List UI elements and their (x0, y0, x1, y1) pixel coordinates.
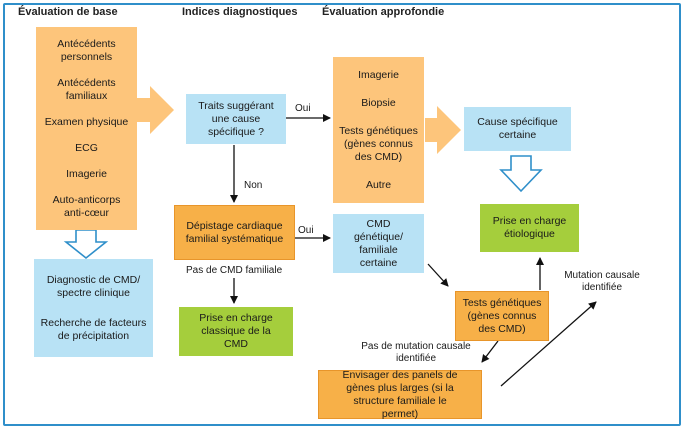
arrow-cmd-to-tests (427, 263, 449, 287)
base-item: Auto-anticorps anti-cœur (52, 193, 121, 219)
header-base: Évaluation de base (18, 6, 118, 18)
big-arrow-base-to-traits (137, 86, 174, 134)
label-mutation-causale: Mutation causale identifiée (564, 270, 640, 293)
header-approfondie: Évaluation approfondie (322, 6, 445, 18)
label-oui-depistage: Oui (298, 225, 314, 236)
approfondie-item: Tests génétiques (gènes connus des CMD) (339, 124, 418, 163)
big-arrow-approfondie-to-cause (425, 106, 461, 154)
label-pas-de-mutation: Pas de mutation causale identifiée (361, 341, 471, 364)
panels-box: Envisager des panels de gènes plus large… (318, 369, 482, 420)
approfondie-item: Autre (365, 178, 392, 191)
diagnostic-line-2: Recherche de facteurs de précipitation (40, 316, 147, 342)
prise-etiologique-box: Prise en charge étiologique (480, 204, 579, 252)
header-indices: Indices diagnostiques (182, 6, 298, 18)
approfondie-item: Imagerie (358, 68, 399, 81)
diagnostic-line-1: Diagnostic de CMD/ spectre clinique (46, 273, 141, 299)
diagram-frame (3, 3, 681, 426)
base-item: Antécédents familiaux (57, 76, 116, 102)
label-pas-cmd-familiale: Pas de CMD familiale (186, 265, 283, 276)
tests-genetiques-box: Tests génétiques (gènes connus des CMD) (455, 291, 549, 341)
arrow-panels-to-mutation (500, 301, 597, 387)
base-item: Imagerie (66, 167, 107, 180)
cmd-box: CMD génétique/ familiale certaine (333, 214, 424, 273)
base-item: ECG (75, 141, 98, 154)
cause-box: Cause spécifique certaine (464, 107, 571, 151)
approfondie-item: Biopsie (361, 96, 396, 109)
base-item: Antécédents personnels (57, 37, 116, 63)
diagnostic-box: Diagnostic de CMD/ spectre clinique Rech… (34, 259, 153, 357)
base-item: Examen physique (44, 115, 129, 128)
arrow-tests-to-panels (481, 340, 499, 363)
hollow-arrow-cause-to-prise (499, 155, 543, 193)
hollow-arrow-base-to-diagnostic (63, 229, 109, 260)
label-oui-traits: Oui (295, 103, 311, 114)
traits-box: Traits suggérant une cause spécifique ? (186, 94, 286, 144)
depistage-box: Dépistage cardiaque familial systématiqu… (174, 205, 295, 260)
label-non: Non (244, 180, 263, 191)
prise-classique-box: Prise en charge classique de la CMD (179, 307, 293, 356)
